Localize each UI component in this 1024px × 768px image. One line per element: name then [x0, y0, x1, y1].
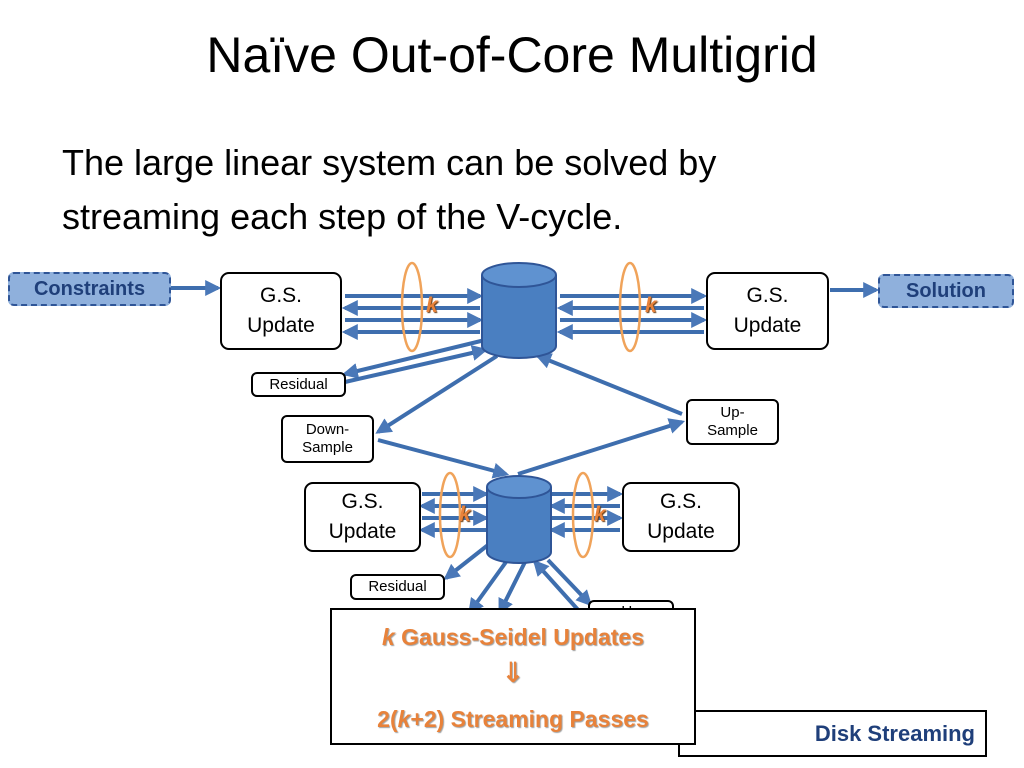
down-sample-line1: Down-	[305, 421, 350, 438]
up-sample-line2: Sample	[707, 422, 758, 439]
summary-line1-text: Gauss-Seidel Updates	[394, 624, 645, 650]
k-label-bottom-right: k	[594, 503, 606, 526]
gs-update-line2: Update	[647, 520, 715, 543]
summary-line2-k: k	[397, 706, 411, 732]
summary-line2-post: +2) Streaming Passes	[410, 706, 649, 732]
k-label-bottom-left: k	[459, 503, 471, 526]
gs-update-bottom-right: G.S. Update	[622, 482, 740, 552]
residual-top: Residual	[251, 372, 346, 397]
summary-line-1: k Gauss-Seidel Updates	[332, 624, 694, 651]
down-sample-line2: Sample	[302, 439, 353, 456]
constraints-tag: Constraints	[8, 272, 171, 306]
gs-update-line1: G.S.	[659, 490, 702, 513]
legend-label: Disk Streaming	[814, 721, 975, 746]
legend-box: Disk Streaming	[678, 710, 987, 757]
slide-body: The large linear system can be solved by…	[62, 136, 962, 244]
gs-update-line1: G.S.	[259, 284, 302, 307]
summary-line2-pre: 2(	[377, 706, 398, 732]
slide-title: Naïve Out-of-Core Multigrid	[206, 27, 818, 83]
summary-k: k	[381, 624, 395, 650]
database-icon-top	[481, 262, 557, 359]
gs-update-line2: Update	[247, 314, 315, 337]
gs-update-top-left: G.S. Update	[220, 272, 342, 350]
gs-update-line1: G.S.	[341, 490, 384, 513]
k-label-top-right: k	[645, 294, 657, 317]
down-sample: Down- Sample	[281, 415, 374, 463]
database-icon-bottom	[486, 475, 552, 564]
body-line-1: The large linear system can be solved by	[62, 142, 717, 183]
gs-update-line2: Update	[328, 520, 397, 543]
solution-tag: Solution	[878, 274, 1014, 308]
stream-arrows	[170, 280, 880, 615]
k-loops	[400, 261, 642, 559]
gs-update-line2: Update	[733, 314, 802, 337]
k-label-top-left: k	[426, 294, 438, 317]
gs-update-top-right: G.S. Update	[706, 272, 829, 350]
summary-box: k Gauss-Seidel Updates ⇓ 2(k+2) Streamin…	[330, 608, 696, 745]
up-sample: Up- Sample	[686, 399, 779, 445]
summary-line-2: 2(k+2) Streaming Passes	[332, 706, 694, 733]
up-sample-line1: Up-	[720, 404, 745, 421]
body-line-2: streaming each step of the V-cycle.	[62, 196, 623, 237]
residual-bottom: Residual	[350, 574, 445, 600]
gs-update-bottom-left: G.S. Update	[304, 482, 421, 552]
gs-update-line1: G.S.	[746, 284, 789, 307]
implies-icon: ⇓	[501, 657, 525, 688]
